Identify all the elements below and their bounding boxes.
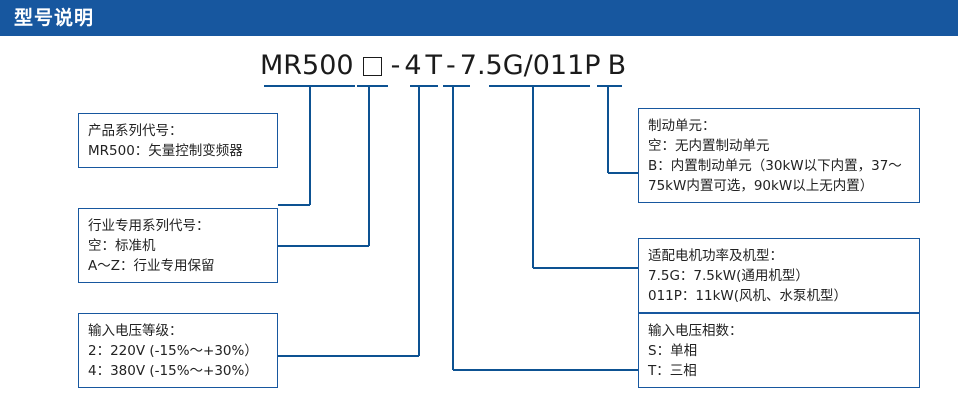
callout-line: 7.5G：7.5kW(通用机型） — [648, 268, 809, 284]
callout-product-series: 产品系列代号： MR500：矢量控制变频器 — [78, 113, 278, 168]
callout-line: 产品系列代号： — [88, 123, 183, 139]
callout-industry-series: 行业专用系列代号： 空：标准机 A～Z：行业专用保留 — [78, 208, 278, 283]
callout-line: 输入电压等级： — [88, 323, 183, 339]
callout-line: 空：标准机 — [88, 238, 156, 254]
model-segment-voltage: 4 — [404, 50, 422, 81]
callout-line: S：单相 — [648, 343, 698, 359]
callout-brake-unit: 制动单元： 空：无内置制动单元 B：内置制动单元（30kW以下内置，37～75k… — [638, 108, 920, 203]
callout-line: 输入电压相数： — [648, 323, 743, 339]
model-segment-phase: T — [425, 50, 443, 81]
model-segment-brake: B — [607, 50, 627, 81]
callout-input-voltage-level: 输入电压等级： 2：220V (-15%～+30%） 4：380V (-15%～… — [78, 313, 278, 388]
model-number-string: MR500 - 4 T - 7.5G/011P B — [260, 50, 626, 82]
model-segment-series: MR500 — [260, 50, 354, 81]
section-header-banner: 型号说明 — [0, 0, 958, 36]
callout-line: A～Z：行业专用保留 — [88, 258, 215, 274]
page-title: 型号说明 — [14, 7, 95, 29]
callout-line: 制动单元： — [648, 118, 716, 134]
callout-line: B：内置制动单元（30kW以下内置，37～75kW内置可选，90kW以上无内置） — [648, 158, 902, 194]
callout-line: 011P：11kW(风机、水泵机型） — [648, 288, 848, 304]
callout-input-voltage-phase: 输入电压相数： S：单相 T：三相 — [638, 313, 920, 388]
callout-line: 行业专用系列代号： — [88, 218, 210, 234]
callout-line: 4：380V (-15%～+30%） — [88, 363, 258, 379]
callout-line: 空：无内置制动单元 — [648, 138, 770, 154]
model-segment-power: 7.5G/011P — [459, 50, 601, 81]
model-segment-dash2: - — [446, 50, 456, 81]
model-segment-industry-placeholder-box — [362, 56, 382, 76]
callout-line: 2：220V (-15%～+30%） — [88, 343, 258, 359]
callout-line: 适配电机功率及机型： — [648, 248, 783, 264]
callout-line: T：三相 — [648, 363, 697, 379]
callout-motor-power-and-type: 适配电机功率及机型： 7.5G：7.5kW(通用机型） 011P：11kW(风机… — [638, 238, 920, 313]
model-segment-dash1: - — [390, 50, 401, 81]
callout-line: MR500：矢量控制变频器 — [88, 143, 243, 159]
